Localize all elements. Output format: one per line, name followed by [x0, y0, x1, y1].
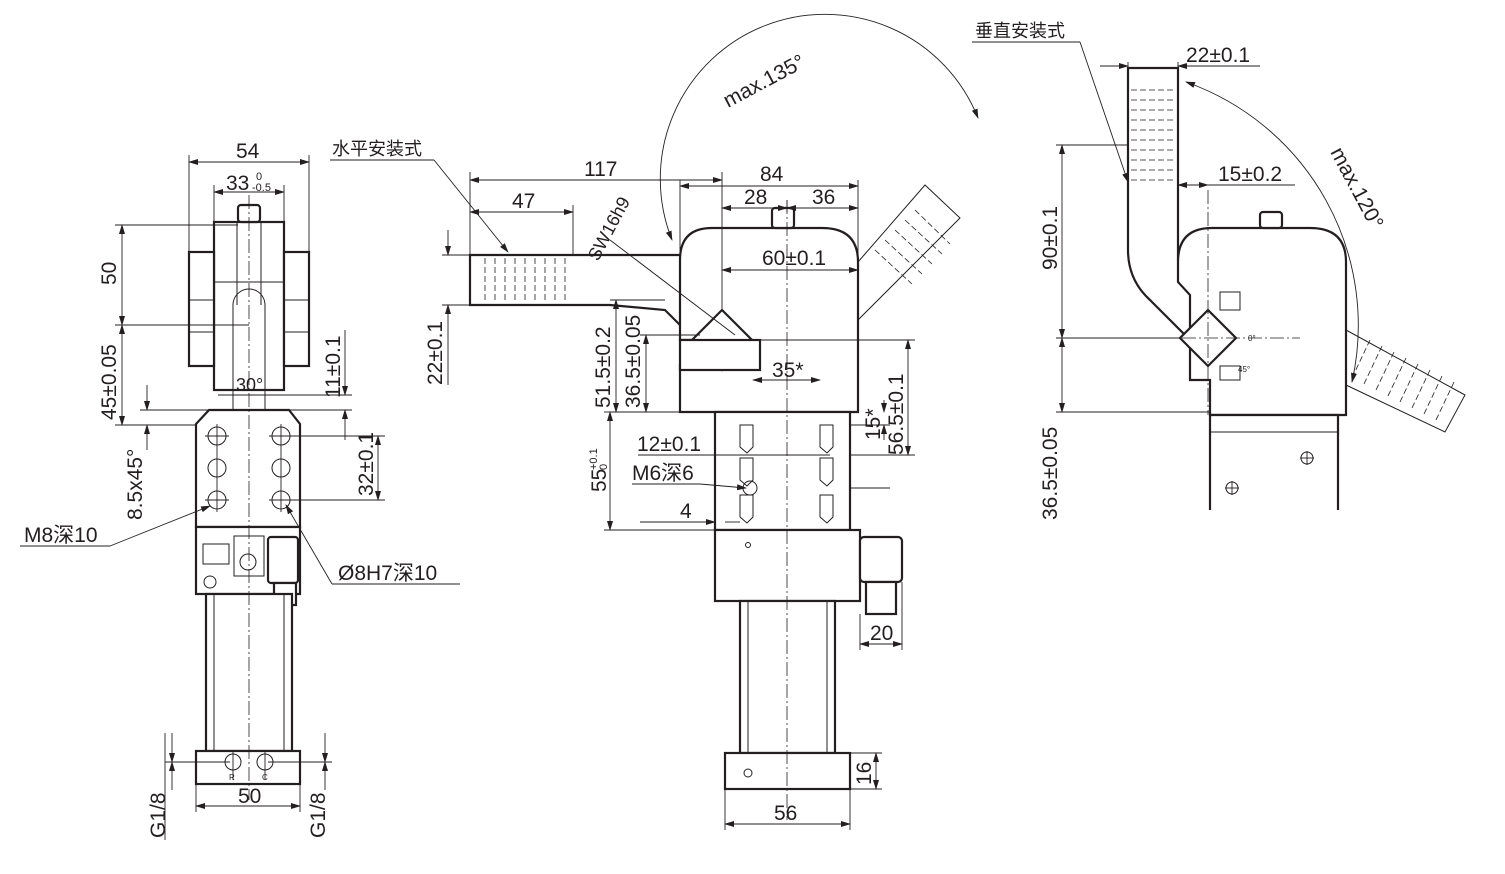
dim-55-tol-low: 0 — [598, 464, 610, 470]
dim-90: 90±0.1 — [1039, 206, 1062, 270]
dim-20: 20 — [870, 622, 893, 645]
dim-35: 35* — [772, 359, 804, 382]
side-cylinder-tube — [738, 599, 837, 755]
side-connector-nut — [864, 580, 898, 616]
label-sw16h9: SW16h9 — [584, 194, 634, 264]
dim-50-bottom: 50 — [238, 785, 261, 808]
front-view: R C 54 33 0 -0.5 50 45±0.05 11±0.1 30° — [20, 140, 460, 840]
dim-4: 4 — [680, 500, 692, 523]
port-r-label: R — [229, 773, 235, 782]
dim-max120: max.120° — [1326, 144, 1388, 233]
dim-56: 56 — [774, 802, 797, 825]
dim-36: 36 — [812, 186, 835, 209]
vertical-arm-knurl — [1131, 89, 1175, 181]
vertical-view: 0° 45° 垂直安装式 22±0.1 15±0.2 — [972, 21, 1466, 520]
side-top-pin — [770, 206, 796, 230]
side-cylinder-head — [713, 528, 862, 603]
vertical-top-pin — [1258, 210, 1284, 230]
label-horizontal-mount: 水平安装式 — [332, 139, 422, 159]
dim-g18-right: G1/8 — [307, 792, 330, 838]
dim-45: 45±0.05 — [98, 344, 121, 420]
dim-33: 33 — [226, 172, 249, 195]
side-arm-knurl — [484, 258, 566, 302]
dim-55-tol-up: +0.1 — [588, 448, 600, 470]
side-base — [723, 751, 852, 791]
vertical-body-block — [1210, 413, 1340, 510]
dim-max135: max.135° — [720, 50, 809, 112]
dim-50-vertical: 50 — [98, 262, 121, 285]
dim-84: 84 — [760, 163, 784, 186]
dim-g18-left: G1/8 — [147, 792, 170, 838]
dim-22-vertical: 22±0.1 — [1186, 44, 1250, 67]
port-c-label: C — [262, 773, 268, 782]
front-hole-pattern — [205, 424, 293, 512]
dim-22: 22±0.1 — [424, 321, 447, 385]
label-vertical-mount: 垂直安装式 — [975, 21, 1065, 41]
dim-36.5-vertical: 36.5±0.05 — [1039, 427, 1062, 520]
dim-30deg: 30° — [236, 375, 263, 395]
dim-117: 117 — [584, 158, 617, 181]
front-connector — [266, 535, 300, 585]
front-sensor-block — [202, 543, 230, 565]
angle-45-label: 45° — [1238, 365, 1250, 374]
dim-33-tol-up: 0 — [256, 171, 262, 183]
front-base — [194, 749, 302, 786]
dim-11: 11±0.1 — [322, 335, 345, 398]
dim-56.5: 56.5±0.1 — [885, 373, 908, 455]
dim-16: 16 — [853, 762, 876, 785]
label-m8-depth10: M8深10 — [24, 524, 98, 547]
vertical-swung-arm — [1345, 329, 1466, 433]
dim-8.5x45: 8.5x45° — [124, 449, 147, 520]
front-right-roller — [282, 250, 311, 368]
front-left-roller — [187, 250, 216, 368]
side-swung-arm — [857, 184, 961, 321]
label-m6-depth6: M6深6 — [632, 462, 694, 485]
side-body-block — [713, 410, 852, 532]
dim-15-vertical: 15±0.2 — [1218, 163, 1282, 186]
label-d8h7-depth10: Ø8H7深10 — [338, 562, 437, 585]
arc-135 — [659, 13, 979, 241]
dim-12: 12±0.1 — [637, 433, 701, 456]
dim-54: 54 — [236, 140, 260, 163]
dim-15: 15* — [862, 408, 885, 440]
dim-32: 32±0.1 — [355, 432, 378, 496]
side-view: 117 47 84 28 36 max.135° 水平安装式 SW16h9 60… — [330, 13, 979, 830]
dim-36.5-side: 36.5±0.05 — [622, 315, 645, 408]
dim-28: 28 — [744, 186, 767, 209]
dim-33-tol-low: -0.5 — [252, 182, 271, 194]
arc-120 — [1185, 81, 1359, 383]
dim-60: 60±0.1 — [762, 247, 826, 270]
side-pivot-block — [678, 338, 762, 372]
dim-55: 55 — [588, 469, 611, 492]
side-connector — [858, 535, 904, 584]
angle-0-label: 0° — [1248, 334, 1256, 343]
dim-47: 47 — [512, 190, 535, 213]
dim-51.5: 51.5±0.2 — [592, 326, 615, 408]
